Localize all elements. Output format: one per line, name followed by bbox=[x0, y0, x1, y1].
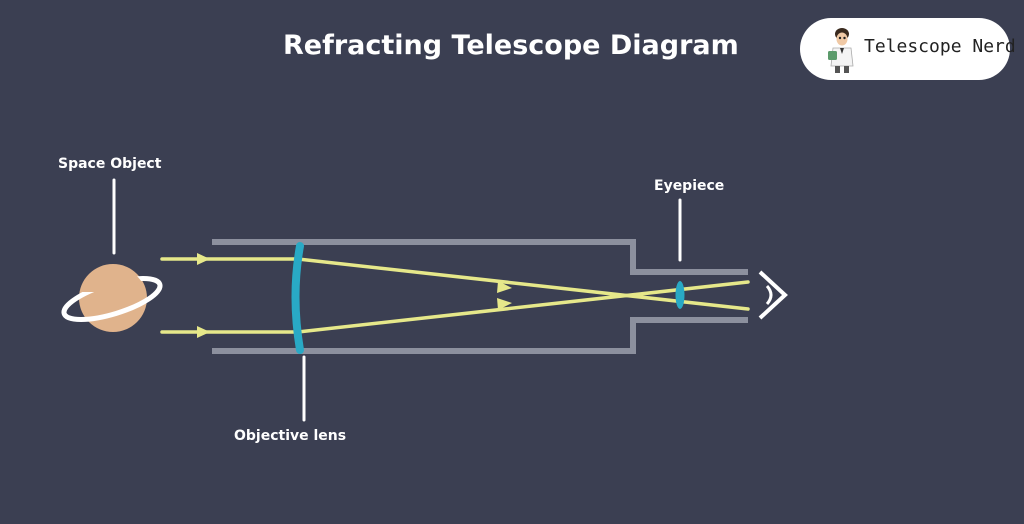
eye-icon bbox=[758, 270, 788, 320]
logo-badge: Telescope Nerd bbox=[800, 18, 1016, 80]
diagram-title: Refracting Telescope Diagram bbox=[283, 30, 739, 61]
label-pointers bbox=[112, 178, 682, 422]
tube-bottom-wall bbox=[212, 317, 748, 354]
mascot-icon bbox=[828, 28, 854, 73]
ray-arrow bbox=[497, 281, 512, 293]
ray-arrow bbox=[497, 298, 512, 310]
space-object-label: Space Object bbox=[58, 156, 162, 172]
logo-text: Telescope Nerd bbox=[864, 36, 1016, 57]
tube-top-wall bbox=[212, 239, 748, 275]
eyepiece-lens bbox=[675, 281, 685, 309]
eyepiece-label: Eyepiece bbox=[654, 178, 725, 194]
objective-lens bbox=[291, 242, 304, 354]
ray-arrow bbox=[197, 253, 210, 265]
light-ray-bottom bbox=[160, 280, 750, 334]
ray-arrow bbox=[197, 326, 210, 338]
objective-lens-label: Objective lens bbox=[234, 428, 347, 444]
light-ray-top bbox=[160, 257, 750, 311]
ray-arrows bbox=[197, 253, 512, 338]
planet-icon bbox=[61, 264, 163, 332]
